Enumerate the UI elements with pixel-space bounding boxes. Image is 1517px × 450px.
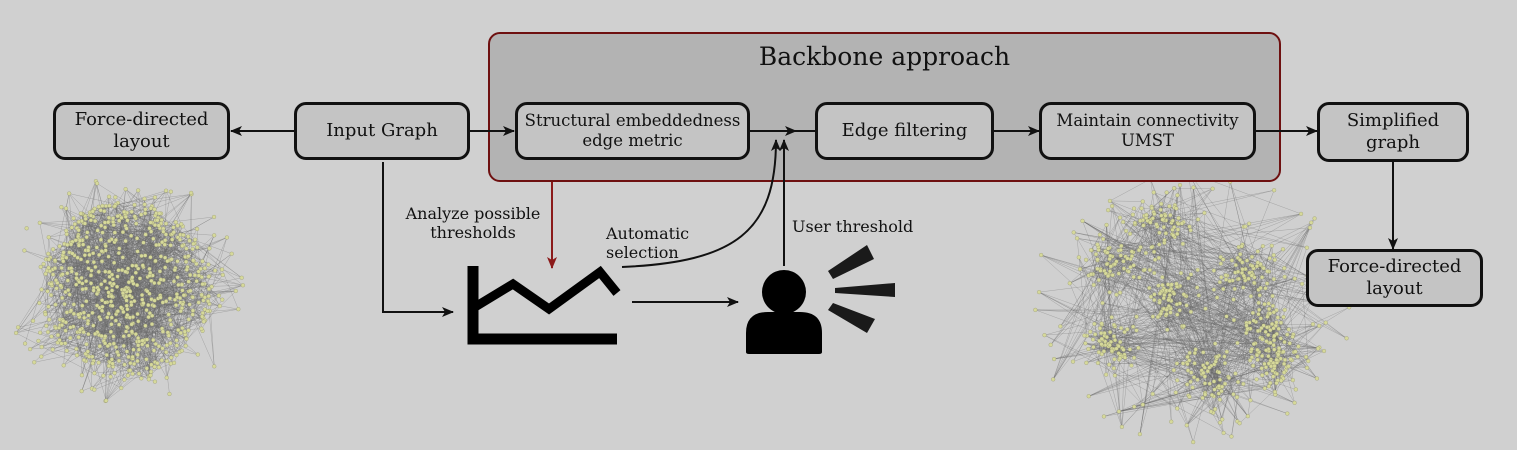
edge-filtering-node: Edge filtering (815, 102, 994, 160)
speech-rays-icon (828, 245, 895, 333)
arrow-input-to-chart (382, 162, 454, 317)
force-layout-right-node: Force-directed layout (1306, 249, 1483, 307)
simplified-graph-node: Simplified graph (1317, 102, 1469, 162)
user-threshold-label: User threshold (792, 217, 914, 236)
backbone-title: Backbone approach (758, 42, 1011, 71)
maintain-connectivity-node: Maintain connectivity UMST (1039, 102, 1256, 160)
user-icon (746, 270, 822, 354)
line-chart-icon (467, 265, 621, 345)
hairball-network-graph (14, 179, 245, 404)
edge-metric-node: Structural embeddedness edge metric (515, 102, 750, 160)
force-layout-left-node: Force-directed layout (53, 102, 230, 160)
input-graph-node: Input Graph (294, 102, 470, 160)
arrow-automatic-selection (621, 139, 781, 268)
analyze-thresholds-label: Analyze possible thresholds (405, 204, 541, 242)
automatic-selection-label: Automatic selection (606, 224, 690, 262)
